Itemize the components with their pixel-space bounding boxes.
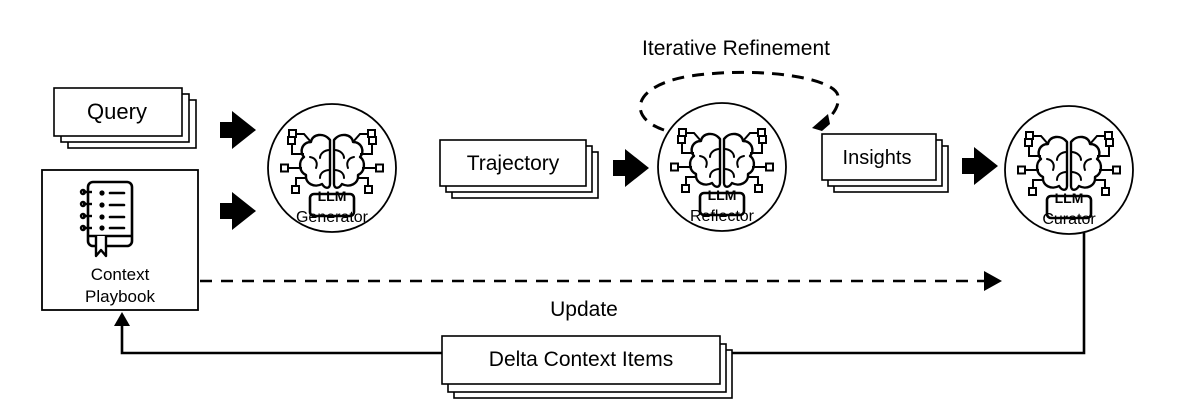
feedback-path bbox=[114, 233, 1086, 355]
feedback-arrowhead bbox=[114, 312, 130, 326]
trajectory-label: Trajectory bbox=[467, 152, 560, 175]
arrow-trajectory-to-reflector bbox=[613, 149, 649, 187]
curator-node: LLM Curator bbox=[1004, 105, 1134, 235]
refinement-arrowhead bbox=[812, 114, 830, 131]
query-label: Query bbox=[87, 99, 147, 124]
llm-badge-label: LLM bbox=[708, 187, 737, 203]
context-playbook-box: Context Playbook bbox=[41, 169, 199, 311]
insights-label: Insights bbox=[843, 147, 912, 169]
llm-badge-label: LLM bbox=[1055, 190, 1084, 206]
query-box: Query bbox=[53, 87, 197, 149]
insights-box: Insights bbox=[821, 133, 949, 193]
trajectory-box: Trajectory bbox=[439, 139, 599, 199]
update-arrowhead bbox=[984, 271, 1002, 291]
reflector-node: LLM Reflector bbox=[657, 102, 787, 232]
iterative-refinement-label: Iterative Refinement bbox=[642, 37, 830, 60]
context-playbook-label-line2: Playbook bbox=[85, 287, 155, 306]
context-playbook-label-line1: Context bbox=[91, 265, 150, 284]
block-arrows bbox=[220, 111, 998, 230]
llm-badge-label: LLM bbox=[318, 188, 347, 204]
update-label: Update bbox=[550, 298, 618, 321]
delta-context-items-box: Delta Context Items bbox=[441, 335, 733, 399]
arrow-query-to-generator bbox=[220, 111, 256, 149]
curator-label: Curator bbox=[1042, 211, 1096, 228]
iterative-refinement-loop: Iterative Refinement bbox=[638, 37, 840, 132]
generator-label: Generator bbox=[296, 209, 369, 226]
arrow-insights-to-curator bbox=[962, 147, 998, 185]
generator-node: LLM Generator bbox=[267, 103, 397, 233]
delta-context-items-label: Delta Context Items bbox=[489, 348, 673, 371]
update-arrow: Update bbox=[200, 271, 1002, 321]
reflector-label: Reflector bbox=[690, 208, 755, 225]
arrow-playbook-to-generator bbox=[220, 192, 256, 230]
